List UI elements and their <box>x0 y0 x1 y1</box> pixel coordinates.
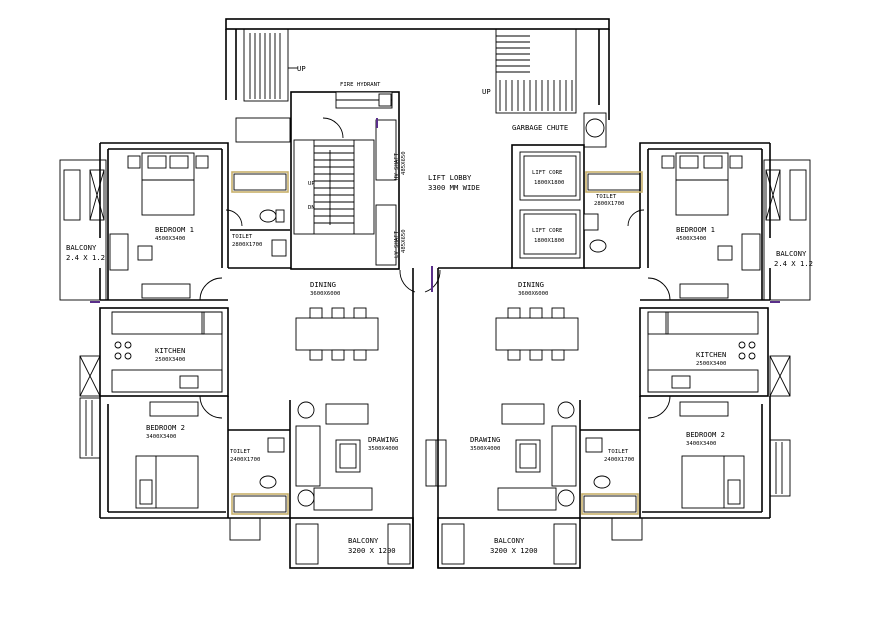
drawing-left-size: 3500X4000 <box>368 446 398 452</box>
drawing-right-size: 3500X4000 <box>470 446 500 452</box>
up-label-right: UP <box>482 87 491 96</box>
bedroom1-left-label: BEDROOM 1 <box>155 225 194 234</box>
balcony-bottom-left <box>295 523 411 565</box>
dining-table-right <box>495 307 579 361</box>
lift-lobby-size: 3300 MM WIDE <box>428 183 480 192</box>
garbage-chute <box>583 112 607 148</box>
kitchen-left-size: 2500X3400 <box>155 357 185 363</box>
core-staircase <box>293 139 375 235</box>
balcony-right-side-size: 2.4 X 1.2 <box>774 259 813 268</box>
toilet-left-top-size: 2800X1700 <box>232 242 262 248</box>
bedroom2-right-size: 3400X3400 <box>686 441 716 447</box>
planter-left-top <box>235 117 291 143</box>
central-doors <box>399 266 447 487</box>
right-upper-stair <box>495 28 577 114</box>
duct-right-bottom <box>611 517 643 541</box>
right-side-balcony <box>763 159 811 301</box>
bedroom1-right-size: 4500X3400 <box>676 236 706 242</box>
bedroom2-left-label: BEDROOM 2 <box>146 423 185 432</box>
stair-dn-label: DN <box>308 205 315 211</box>
hv-shaft-label: HV SHAFT <box>394 152 400 180</box>
lift-core-2-label: LIFT CORE <box>532 228 563 234</box>
kitchen-left-label: KITCHEN <box>155 346 185 355</box>
left-side-balcony <box>59 159 107 301</box>
dining-left-size: 3600X6000 <box>310 291 340 297</box>
left-window-bays <box>79 355 101 459</box>
balcony-bottom-right <box>441 523 577 565</box>
shafts <box>375 118 397 266</box>
balcony-right-side-label: BALCONY <box>776 249 807 258</box>
toilet-left-bottom-label: TOILET <box>230 449 251 455</box>
dining-right-size: 3600X6000 <box>518 291 548 297</box>
stair-up-label: UP <box>308 181 315 187</box>
bedroom1-right-bed <box>661 152 761 299</box>
bedroom1-left-bed <box>109 152 209 299</box>
fire-hydrant-label: FIRE HYDRANT <box>340 82 381 88</box>
bedroom1-right-label: BEDROOM 1 <box>676 225 715 234</box>
toilet-left-top <box>231 171 289 257</box>
bedroom2-right-label: BEDROOM 2 <box>686 430 725 439</box>
door-swings <box>90 209 780 419</box>
toilet-left-bottom <box>231 437 289 515</box>
kitchen-right-label: KITCHEN <box>696 350 726 359</box>
drawing-right-furniture <box>497 401 577 511</box>
dining-table-left <box>295 307 379 361</box>
bedroom2-right-bed <box>679 401 745 509</box>
lift-lobby-label: LIFT LOBBY <box>428 173 472 182</box>
lift-cores <box>511 144 585 269</box>
balcony-left-side-label: BALCONY <box>66 243 97 252</box>
bedroom1-left-size: 4500X3400 <box>155 236 185 242</box>
bedroom2-left-bed <box>135 401 199 509</box>
lv-shaft-label: LV SHAFT <box>394 230 400 258</box>
toilet-left-bottom-size: 2400X1700 <box>230 457 260 463</box>
up-label-left: UP <box>297 64 306 73</box>
dining-right-label: DINING <box>518 280 544 289</box>
lv-shaft-size: 485X650 <box>401 229 407 253</box>
kitchen-right-size: 2500X3400 <box>696 361 726 367</box>
balcony-right-bottom-size: 3200 X 1200 <box>490 546 538 555</box>
balcony-left-side-size: 2.4 X 1.2 <box>66 253 105 262</box>
balcony-left-bottom-size: 3200 X 1200 <box>348 546 396 555</box>
right-apartment-walls <box>437 142 771 569</box>
balcony-left-bottom-label: BALCONY <box>348 536 379 545</box>
toilet-right-top-label: TOILET <box>596 194 617 200</box>
drawing-left-furniture <box>295 401 373 511</box>
dining-left-label: DINING <box>310 280 336 289</box>
toilet-left-top-label: TOILET <box>232 234 253 240</box>
fire-hydrant-room <box>290 91 400 270</box>
drawing-right-label: DRAWING <box>470 435 500 444</box>
kitchen-left <box>111 311 223 393</box>
duct-left-bottom <box>229 517 261 541</box>
lift-core-2-size: 1800X1800 <box>534 238 564 244</box>
toilet-right-bottom <box>581 437 639 515</box>
toilet-right-bottom-label: TOILET <box>608 449 629 455</box>
toilet-right-top-size: 2800X1700 <box>594 201 624 207</box>
balcony-right-bottom-label: BALCONY <box>494 536 525 545</box>
toilet-right-bottom-size: 2400X1700 <box>604 457 634 463</box>
hv-shaft-size: 485X650 <box>401 151 407 175</box>
drawing-left-label: DRAWING <box>368 435 398 444</box>
toilet-right-top <box>583 171 643 253</box>
lift-core-1-size: 1800X1800 <box>534 180 564 186</box>
kitchen-right <box>647 311 759 393</box>
bedroom2-left-size: 3400X3400 <box>146 434 176 440</box>
right-window-bays <box>769 355 791 497</box>
garbage-chute-label: GARBAGE CHUTE <box>512 123 568 132</box>
lift-core-1-label: LIFT CORE <box>532 170 563 176</box>
top-stair-block <box>225 18 610 120</box>
left-upper-stair <box>243 28 298 102</box>
